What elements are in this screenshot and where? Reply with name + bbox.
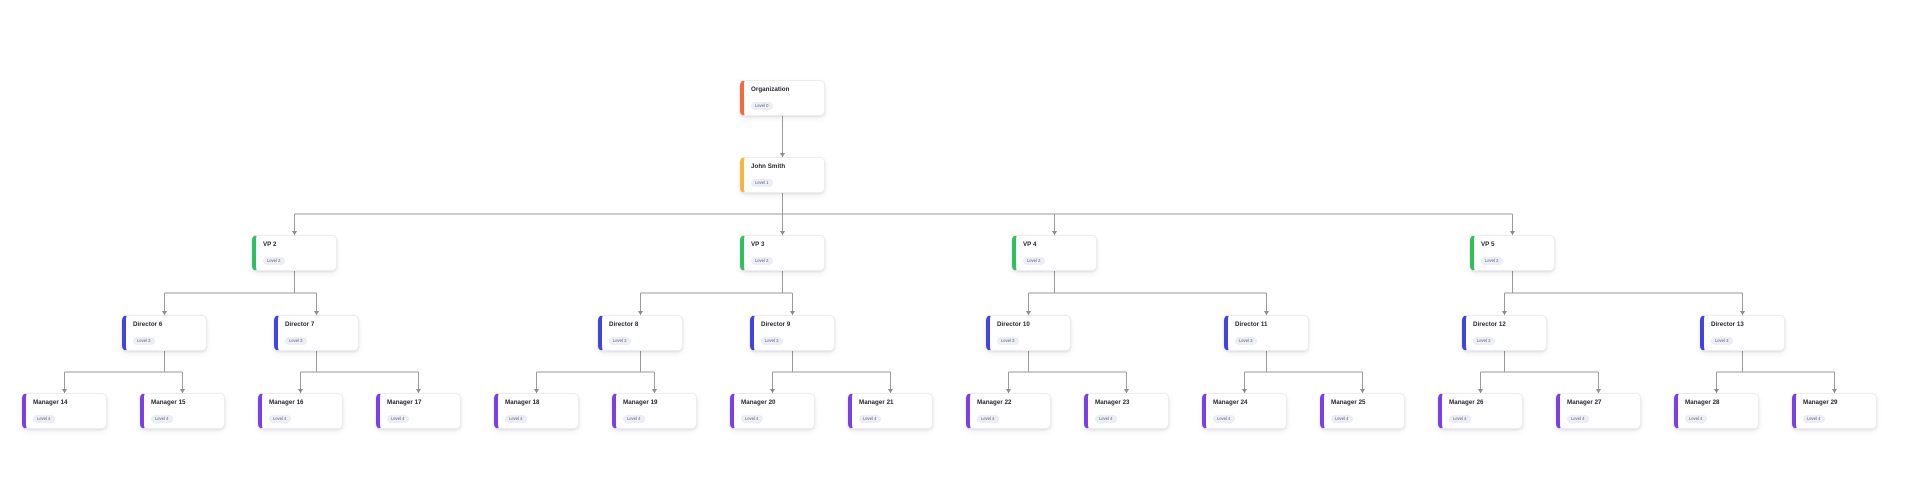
org-node-level-badge: Level 3 (1711, 336, 1733, 345)
org-node-level-badge: Level 4 (151, 414, 173, 423)
org-node-title: Manager 23 (1095, 399, 1130, 406)
org-node-level-badge: Level 4 (33, 414, 55, 423)
org-node-title: Manager 19 (623, 399, 658, 406)
org-node-card[interactable]: Manager 28 Level 4 (1674, 393, 1759, 429)
org-node-title: Director 10 (997, 321, 1030, 328)
org-node-card[interactable]: Manager 25 Level 4 (1320, 393, 1405, 429)
org-node-title: Manager 15 (151, 399, 186, 406)
org-node-level-badge: Level 4 (1331, 414, 1353, 423)
org-node-level-badge: Level 3 (609, 336, 631, 345)
org-node-card[interactable]: Director 11 Level 3 (1224, 315, 1309, 351)
org-node-card[interactable]: Director 12 Level 3 (1462, 315, 1547, 351)
org-node-title: VP 3 (751, 241, 765, 248)
org-node-title: Manager 25 (1331, 399, 1366, 406)
org-node-card[interactable]: Manager 17 Level 4 (376, 393, 461, 429)
org-node-card[interactable]: Manager 16 Level 4 (258, 393, 343, 429)
org-node-title: Manager 16 (269, 399, 304, 406)
org-node-card[interactable]: Director 10 Level 3 (986, 315, 1071, 351)
org-node-card[interactable]: Manager 24 Level 4 (1202, 393, 1287, 429)
org-node-title: Director 11 (1235, 321, 1268, 328)
org-node-card[interactable]: VP 5 Level 2 (1470, 235, 1555, 271)
org-node-level-badge: Level 4 (1095, 414, 1117, 423)
org-node-card[interactable]: Manager 29 Level 4 (1792, 393, 1877, 429)
org-node-level-badge: Level 3 (285, 336, 307, 345)
org-node-title: Manager 29 (1803, 399, 1838, 406)
org-node-card[interactable]: Manager 27 Level 4 (1556, 393, 1641, 429)
org-node-title: Manager 27 (1567, 399, 1602, 406)
org-node-level-badge: Level 2 (1023, 256, 1045, 265)
org-node-title: VP 2 (263, 241, 277, 248)
org-node-title: Director 8 (609, 321, 639, 328)
org-node-level-badge: Level 3 (997, 336, 1019, 345)
org-node-card[interactable]: Manager 26 Level 4 (1438, 393, 1523, 429)
org-node-level-badge: Level 4 (741, 414, 763, 423)
org-node-title: Director 6 (133, 321, 163, 328)
org-node-card[interactable]: VP 3 Level 2 (740, 235, 825, 271)
org-node-card[interactable]: Manager 20 Level 4 (730, 393, 815, 429)
org-node-level-badge: Level 4 (1213, 414, 1235, 423)
org-node-card[interactable]: Director 6 Level 3 (122, 315, 207, 351)
org-node-card[interactable]: VP 4 Level 2 (1012, 235, 1097, 271)
org-node-level-badge: Level 4 (1803, 414, 1825, 423)
org-node-title: Manager 17 (387, 399, 422, 406)
org-node-level-badge: Level 1 (751, 178, 773, 187)
org-node-level-badge: Level 3 (1235, 336, 1257, 345)
org-node-level-badge: Level 4 (859, 414, 881, 423)
org-node-card[interactable]: Manager 19 Level 4 (612, 393, 697, 429)
org-node-level-badge: Level 4 (387, 414, 409, 423)
org-node-title: Organization (751, 86, 790, 93)
org-node-level-badge: Level 2 (263, 256, 285, 265)
org-node-title: VP 4 (1023, 241, 1037, 248)
org-node-title: Manager 28 (1685, 399, 1720, 406)
org-node-card[interactable]: VP 2 Level 2 (252, 235, 337, 271)
org-node-title: Manager 26 (1449, 399, 1484, 406)
org-node-level-badge: Level 4 (977, 414, 999, 423)
org-node-level-badge: Level 3 (761, 336, 783, 345)
org-node-card[interactable]: Manager 14 Level 4 (22, 393, 107, 429)
org-node-card[interactable]: Manager 15 Level 4 (140, 393, 225, 429)
org-node-level-badge: Level 4 (623, 414, 645, 423)
org-node-card[interactable]: Director 7 Level 3 (274, 315, 359, 351)
org-node-title: VP 5 (1481, 241, 1495, 248)
org-node-title: Manager 20 (741, 399, 776, 406)
org-node-level-badge: Level 4 (1449, 414, 1471, 423)
org-node-level-badge: Level 0 (751, 101, 773, 110)
org-node-title: Director 13 (1711, 321, 1744, 328)
org-node-card[interactable]: Director 13 Level 3 (1700, 315, 1785, 351)
org-node-title: Director 7 (285, 321, 315, 328)
org-node-title: Manager 24 (1213, 399, 1248, 406)
org-node-card[interactable]: Director 9 Level 3 (750, 315, 835, 351)
org-node-title: John Smith (751, 163, 786, 170)
org-node-title: Director 9 (761, 321, 791, 328)
org-node-level-badge: Level 2 (1481, 256, 1503, 265)
org-node-level-badge: Level 4 (269, 414, 291, 423)
org-node-title: Manager 21 (859, 399, 894, 406)
org-node-level-badge: Level 4 (505, 414, 527, 423)
org-node-card[interactable]: Manager 22 Level 4 (966, 393, 1051, 429)
org-node-title: Manager 22 (977, 399, 1012, 406)
org-node-level-badge: Level 3 (133, 336, 155, 345)
org-node-level-badge: Level 2 (751, 256, 773, 265)
org-node-title: Manager 18 (505, 399, 540, 406)
org-node-card[interactable]: Manager 23 Level 4 (1084, 393, 1169, 429)
org-node-level-badge: Level 4 (1567, 414, 1589, 423)
org-node-card[interactable]: Manager 21 Level 4 (848, 393, 933, 429)
org-node-level-badge: Level 4 (1685, 414, 1707, 423)
org-node-card[interactable]: Director 8 Level 3 (598, 315, 683, 351)
org-node-title: Manager 14 (33, 399, 68, 406)
org-node-card[interactable]: Manager 18 Level 4 (494, 393, 579, 429)
org-node-level-badge: Level 3 (1473, 336, 1495, 345)
org-node-title: Director 12 (1473, 321, 1506, 328)
